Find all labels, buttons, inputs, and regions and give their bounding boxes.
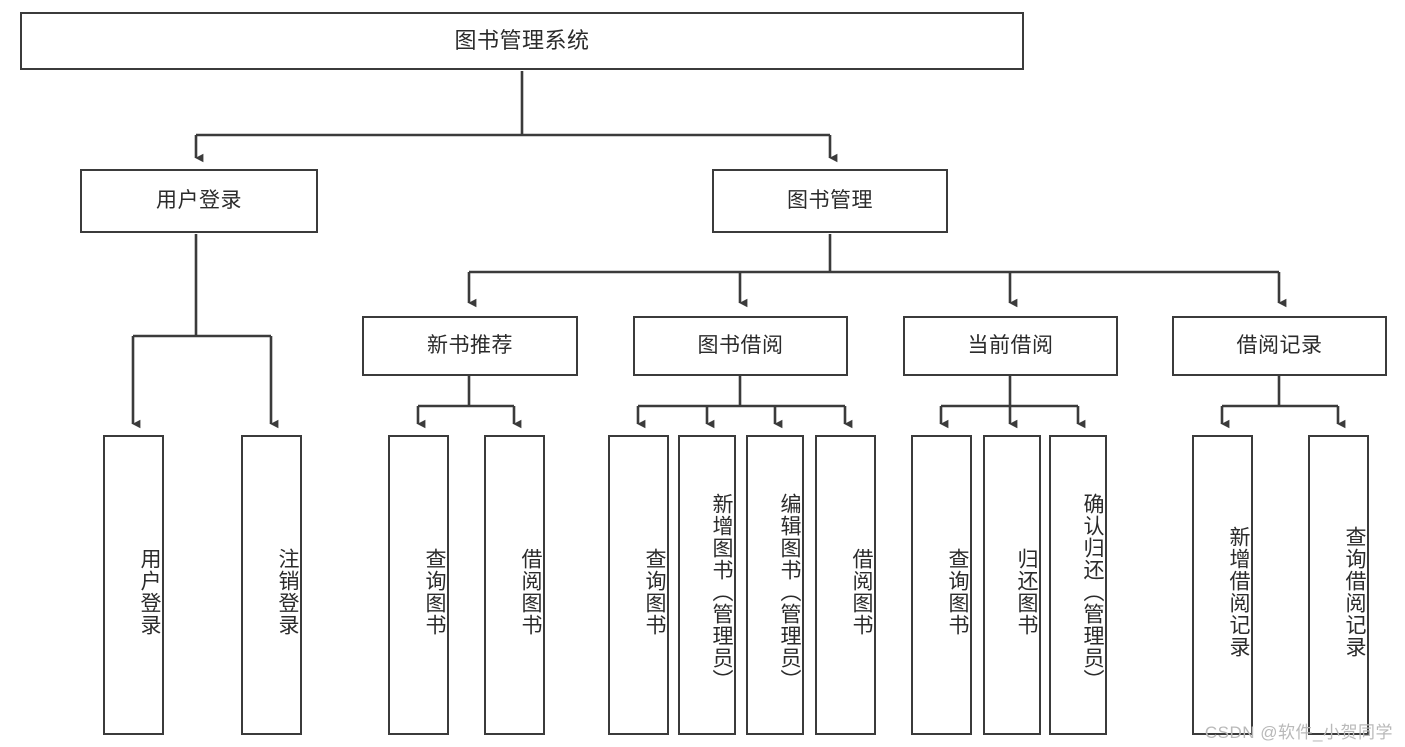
leaf-book-borrow-query-book[interactable]: 查询图书 [608, 435, 669, 735]
leaf-current-borrow-confirm-return-admin[interactable]: 确认归还（管理员） [1049, 435, 1107, 735]
leaf-new-book-borrow-book[interactable]: 借阅图书 [484, 435, 545, 735]
node-label: 借阅图书 [519, 548, 542, 636]
leaf-user-login-logout[interactable]: 注销登录 [241, 435, 302, 735]
leaf-book-borrow-borrow-book[interactable]: 借阅图书 [815, 435, 876, 735]
node-label: 确认归还（管理员） [1081, 493, 1104, 691]
node-borrow-record[interactable]: 借阅记录 [1172, 316, 1387, 376]
node-label: 用户登录 [156, 189, 242, 213]
node-user-login[interactable]: 用户登录 [80, 169, 318, 233]
leaf-borrow-record-query-record[interactable]: 查询借阅记录 [1308, 435, 1369, 735]
node-new-book-recommend[interactable]: 新书推荐 [362, 316, 578, 376]
node-label: 编辑图书（管理员） [778, 493, 801, 691]
node-label: 查询图书 [423, 548, 446, 636]
node-label: 归还图书 [1015, 548, 1038, 636]
node-label: 新书推荐 [427, 334, 513, 358]
node-label: 新增图书（管理员） [710, 493, 733, 691]
leaf-current-borrow-return-book[interactable]: 归还图书 [983, 435, 1041, 735]
node-label: 用户登录 [138, 548, 161, 636]
leaf-current-borrow-query-book[interactable]: 查询图书 [911, 435, 972, 735]
leaf-borrow-record-add-record[interactable]: 新增借阅记录 [1192, 435, 1253, 735]
node-label: 图书管理系统 [454, 27, 590, 53]
node-label: 借阅记录 [1236, 334, 1323, 358]
leaf-book-borrow-edit-book-admin[interactable]: 编辑图书（管理员） [746, 435, 804, 735]
leaf-book-borrow-add-book-admin[interactable]: 新增图书（管理员） [678, 435, 736, 735]
node-root-book-management-system[interactable]: 图书管理系统 [20, 12, 1024, 70]
node-label: 查询图书 [643, 548, 666, 636]
node-label: 查询图书 [946, 548, 969, 636]
watermark: CSDN @软件_小贺同学 [1204, 723, 1393, 742]
node-book-borrow[interactable]: 图书借阅 [633, 316, 848, 376]
node-label: 图书管理 [787, 189, 873, 213]
node-label: 当前借阅 [967, 334, 1054, 358]
node-book-management[interactable]: 图书管理 [712, 169, 948, 233]
node-label: 图书借阅 [697, 334, 784, 358]
node-label: 注销登录 [276, 548, 299, 636]
node-label: 查询借阅记录 [1343, 526, 1366, 658]
leaf-new-book-query-book[interactable]: 查询图书 [388, 435, 449, 735]
node-label: 新增借阅记录 [1227, 526, 1250, 658]
leaf-user-login-login[interactable]: 用户登录 [103, 435, 164, 735]
node-current-borrow[interactable]: 当前借阅 [903, 316, 1118, 376]
node-label: 借阅图书 [850, 548, 873, 636]
